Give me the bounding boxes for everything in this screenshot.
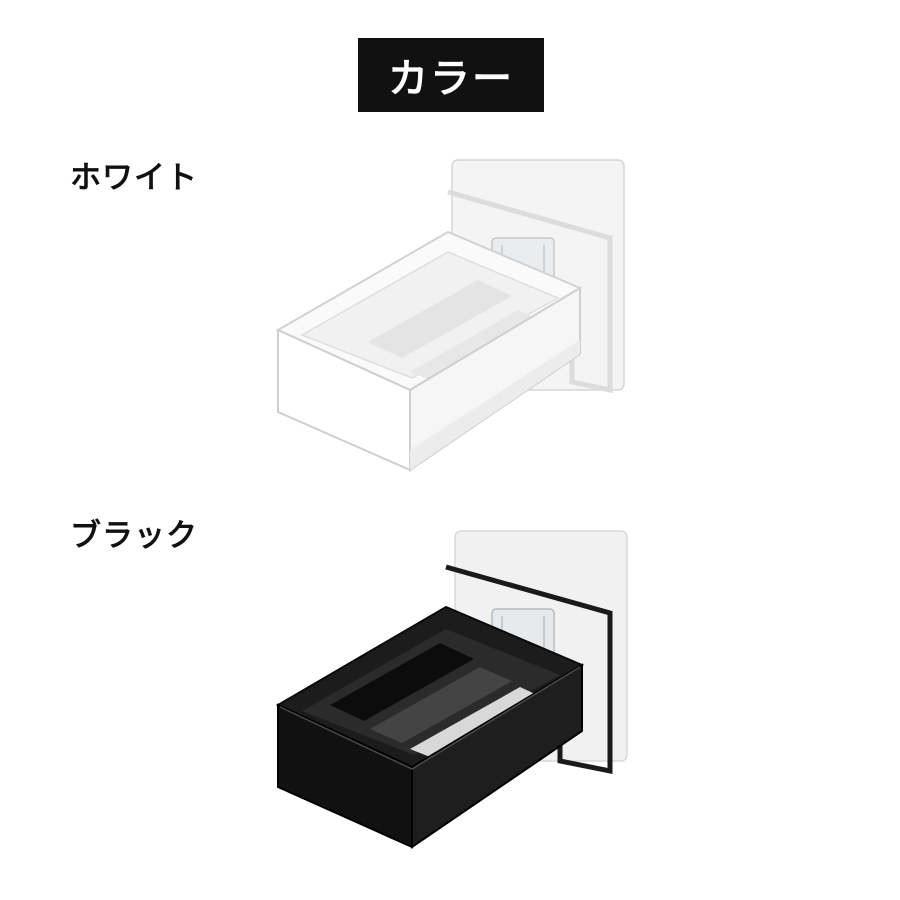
page-title-box: カラー <box>358 38 544 112</box>
mounting-frame <box>445 564 613 775</box>
tray-slat <box>410 310 545 382</box>
mounting-frame <box>447 189 613 394</box>
tray-opening <box>302 629 560 755</box>
tray-slat <box>370 667 512 743</box>
tray-slat <box>330 643 474 721</box>
tray-side-wall <box>411 663 583 849</box>
tray-slat <box>368 280 512 358</box>
product-image-black <box>275 530 628 849</box>
variant-label-white: ホワイト <box>70 160 198 196</box>
variant-label-black: ブラック <box>70 518 198 554</box>
page-title: カラー <box>388 56 514 102</box>
product-image-white <box>275 159 625 472</box>
